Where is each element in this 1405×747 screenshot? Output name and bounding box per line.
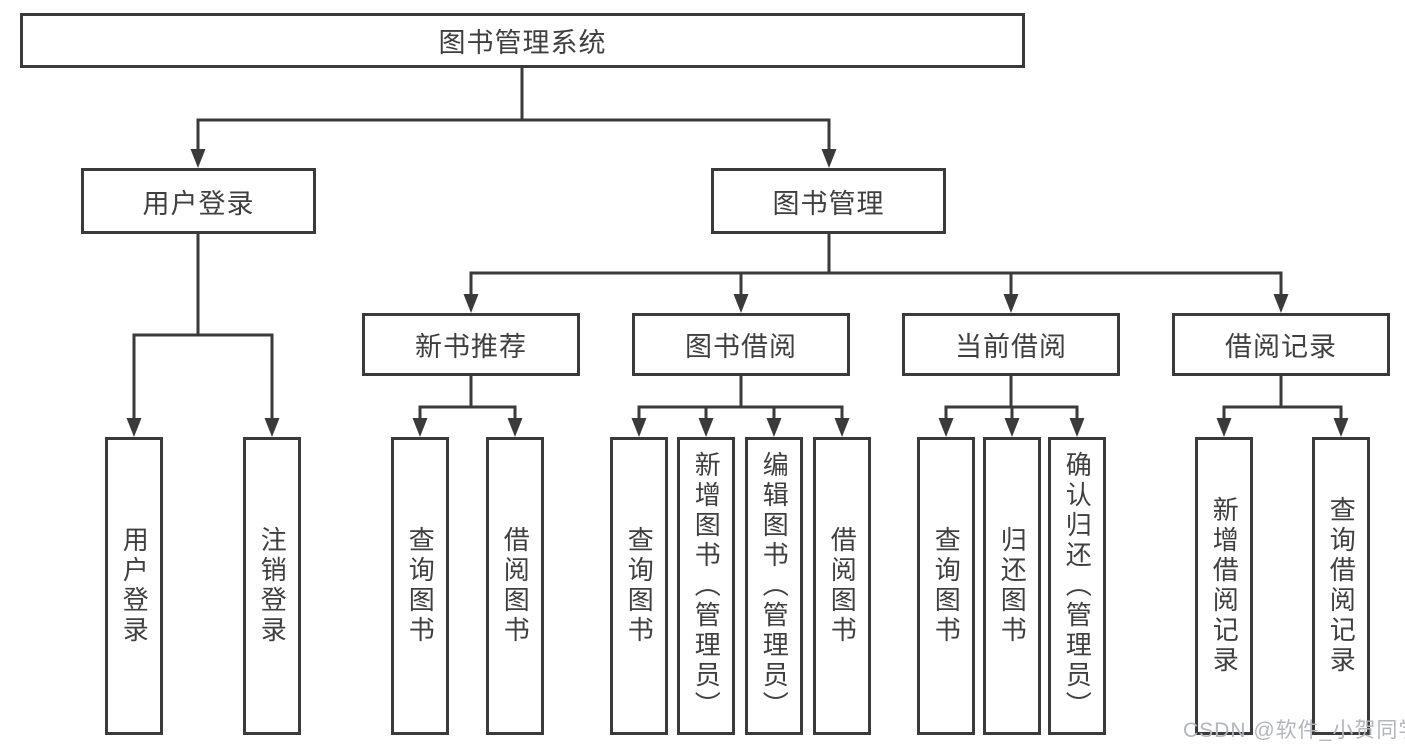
leaf-logout: 注销登录 [243,437,301,735]
node-borrow-records-label: 借阅记录 [1225,332,1337,362]
node-book-borrow-label: 图书借阅 [685,332,797,362]
leaf-logout-label: 注销登录 [257,526,288,646]
leaf-add-borrow-record-label: 新增借阅记录 [1209,496,1240,676]
leaf-borrow-books-2: 借阅图书 [813,437,871,735]
node-new-book-recommend-label: 新书推荐 [415,332,527,362]
node-book-management-label: 图书管理 [772,188,885,219]
node-new-book-recommend: 新书推荐 [362,313,580,376]
node-user-login-label: 用户登录 [142,188,255,219]
leaf-query-borrow-record: 查询借阅记录 [1312,437,1370,735]
leaf-query-borrow-record-label: 查询借阅记录 [1326,496,1357,676]
node-current-borrow-label: 当前借阅 [955,332,1067,362]
node-book-borrow: 图书借阅 [632,313,850,376]
leaf-user-login-label: 用户登录 [119,526,150,646]
node-current-borrow: 当前借阅 [902,313,1120,376]
leaf-return-book-label: 归还图书 [997,526,1028,646]
leaf-add-book-admin: 新增图书（管理员） [677,437,735,735]
leaf-user-login: 用户登录 [105,437,163,735]
leaf-query-books-current-label: 查询图书 [931,526,962,646]
node-book-management: 图书管理 [711,168,946,234]
leaf-edit-book-admin: 编辑图书（管理员） [745,437,803,735]
leaf-query-books-borrow: 查询图书 [610,437,668,735]
arrowheads [126,149,1349,437]
node-user-login: 用户登录 [81,168,316,234]
leaf-borrow-books-recommend-label: 借阅图书 [500,526,531,646]
leaf-confirm-return-admin: 确认归还（管理员） [1048,437,1106,735]
leaf-add-borrow-record: 新增借阅记录 [1195,437,1253,735]
node-root-label: 图书管理系统 [438,28,607,58]
leaf-edit-book-admin-label: 编辑图书（管理员） [759,451,790,721]
node-root: 图书管理系统 [20,13,1025,68]
watermark-text: CSDN @软件_小贺同学 [1183,719,1405,742]
leaf-query-books-recommend: 查询图书 [391,437,449,735]
leaf-return-book: 归还图书 [983,437,1041,735]
leaf-query-books-borrow-label: 查询图书 [624,526,655,646]
leaf-borrow-books-2-label: 借阅图书 [827,526,858,646]
leaf-add-book-admin-label: 新增图书（管理员） [691,451,722,721]
node-borrow-records: 借阅记录 [1172,313,1390,376]
leaf-borrow-books-recommend: 借阅图书 [486,437,544,735]
leaf-query-books-recommend-label: 查询图书 [405,526,436,646]
leaf-confirm-return-admin-label: 确认归还（管理员） [1062,451,1093,721]
leaf-query-books-current: 查询图书 [917,437,975,735]
